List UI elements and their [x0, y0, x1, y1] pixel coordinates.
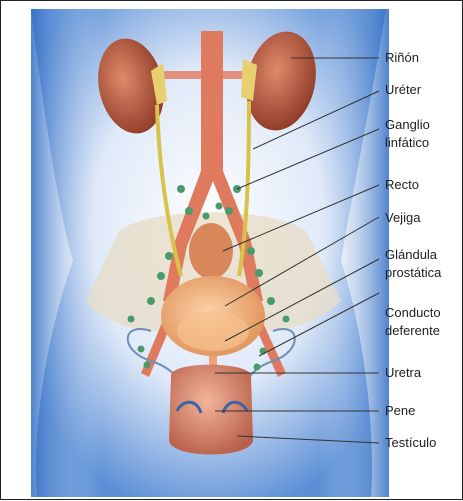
label-prostate-1: Glándula [385, 247, 438, 262]
label-vas-2: deferente [385, 323, 440, 338]
genitals [169, 365, 253, 455]
label-prostate-2: prostática [385, 265, 442, 280]
label-lymph-2: linfático [385, 135, 429, 150]
label-lymph-1: Ganglio [385, 117, 430, 132]
labels: Riñón Uréter Ganglio linfático Recto Vej… [385, 50, 442, 450]
label-testicle: Testículo [385, 435, 436, 450]
rectum [189, 223, 233, 279]
label-vas-1: Conducto [385, 305, 441, 320]
label-penis: Pene [385, 403, 415, 418]
label-urethra: Uretra [385, 365, 422, 380]
label-ureter: Uréter [385, 82, 422, 97]
bladder [161, 276, 265, 356]
label-rectum: Recto [385, 177, 419, 192]
label-bladder: Vejiga [385, 210, 421, 225]
label-kidney: Riñón [385, 50, 419, 65]
